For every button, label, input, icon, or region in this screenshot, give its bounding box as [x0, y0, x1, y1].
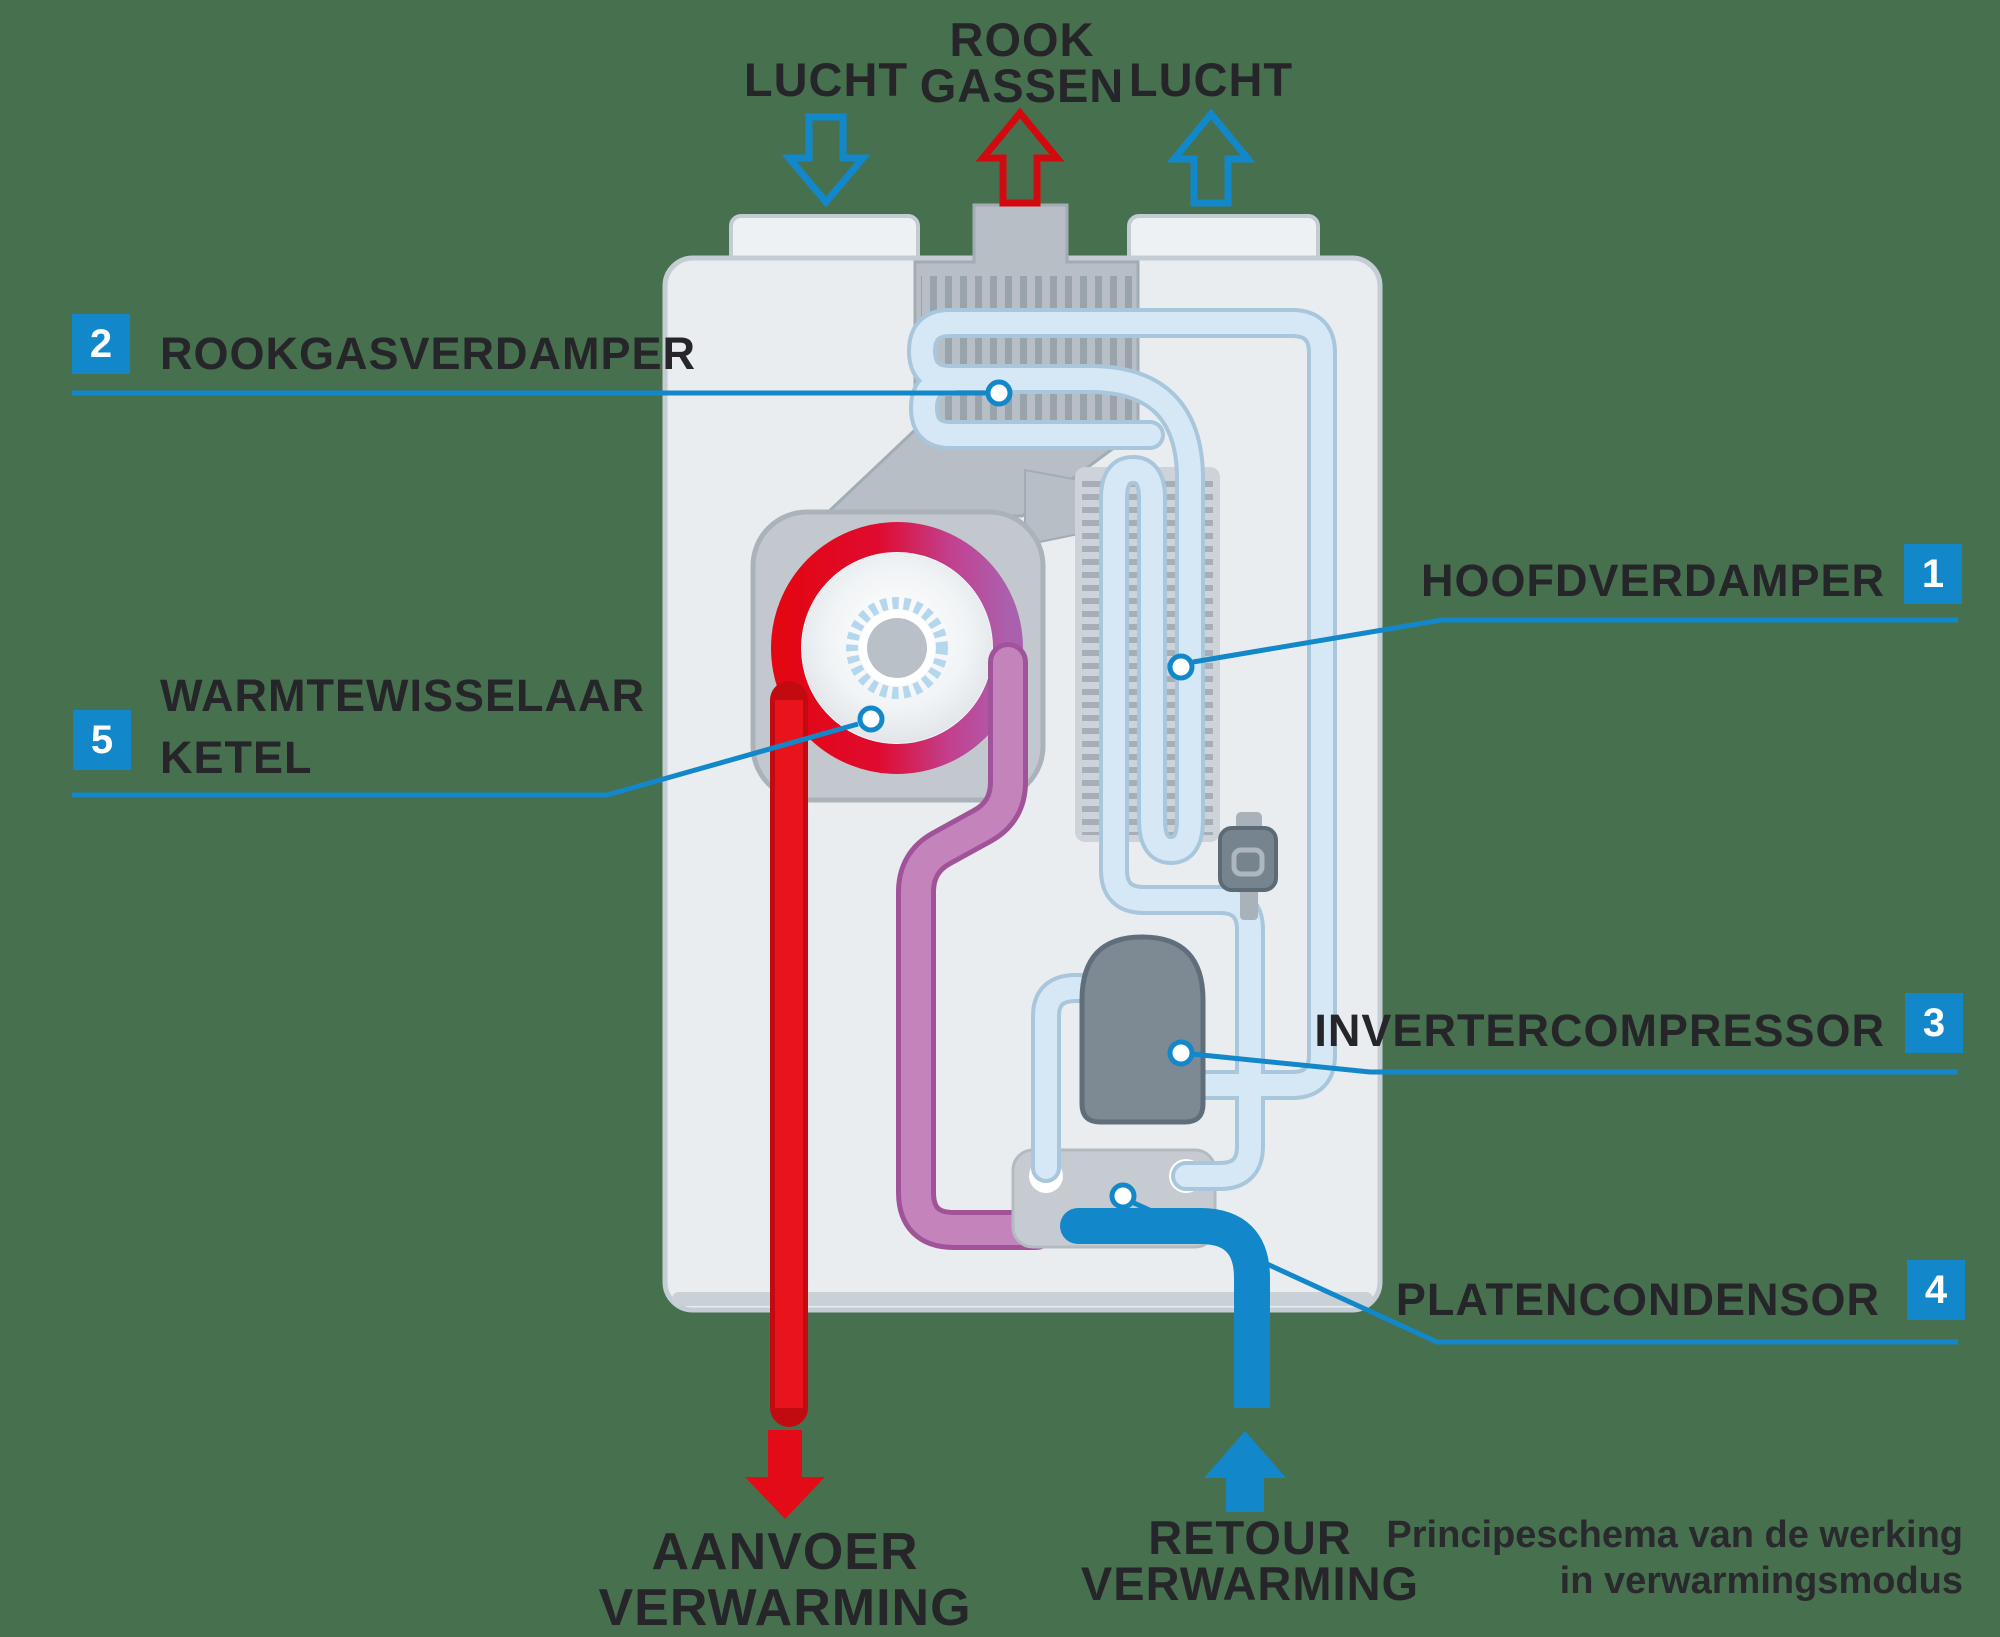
principle-diagram: LUCHT ROOK GASSEN LUCHT 2 ROOKGASVERDAMP…: [72, 13, 1965, 1634]
callout-marker-1: [1167, 653, 1195, 681]
refrigerant-pipes: [911, 312, 1333, 1187]
boiler-body-bottom-edge: [672, 1292, 1373, 1306]
expansion-valve: [1218, 826, 1278, 892]
callout-lines: [72, 390, 1958, 1345]
label-warmtewisselaar-line2: KETEL: [160, 732, 313, 783]
valve-stem-bottom: [1240, 886, 1258, 920]
label-air-in: LUCHT: [743, 53, 909, 106]
retour-pipe: [1078, 1208, 1270, 1408]
rookgasverdamper-fins: [921, 276, 1132, 434]
callout-marker-2: [985, 379, 1013, 407]
label-aanvoer-line1: AANVOER: [651, 1523, 919, 1581]
label-retour-line1: RETOUR: [1148, 1511, 1352, 1564]
condensor-water-pipe: [901, 647, 1051, 1245]
supply-flow-arrow-icon: [745, 1430, 825, 1519]
air-out-arrow-icon: [1166, 108, 1256, 207]
label-platencondensor: PLATENCONDENSOR: [1395, 1274, 1880, 1325]
label-air-out: LUCHT: [1128, 53, 1294, 106]
label-rookgasverdamper: ROOKGASVERDAMPER: [160, 328, 697, 379]
caption-line1: Principeschema van de werking: [1386, 1514, 1963, 1556]
compressor-body: [1079, 934, 1206, 1125]
callout-markers: [857, 379, 1195, 1210]
boiler-schematic: [72, 107, 1958, 1519]
expansion-valve-detail: [1231, 847, 1265, 877]
callout-line-3: [1191, 1051, 1958, 1075]
callout-number-5: 5: [73, 710, 131, 770]
flue-gas-arrow-icon: [975, 107, 1065, 207]
return-flow-arrow-icon: [1204, 1431, 1286, 1512]
callout-marker-4: [1109, 1182, 1137, 1210]
callout-number-3: 3: [1905, 993, 1963, 1053]
callout-marker-5: [857, 705, 885, 733]
callout-marker-3: [1167, 1039, 1195, 1067]
label-aanvoer-line2: VERWARMING: [598, 1579, 972, 1637]
callout-number-1: 1: [1904, 544, 1962, 604]
air-in-arrow-icon: [781, 113, 871, 208]
callout-line-5: [72, 721, 859, 798]
caption-line2: in verwarmingsmodus: [1559, 1560, 1963, 1602]
label-retour-line2: VERWARMING: [1080, 1557, 1420, 1610]
label-hoofdverdamper: HOOFDVERDAMPER: [1420, 555, 1885, 606]
burner-icon: [867, 618, 927, 678]
callout-number-4: 4: [1907, 1260, 1965, 1320]
label-flue-gas-line2: GASSEN: [919, 59, 1125, 112]
label-invertercompressor: INVERTERCOMPRESSOR: [1314, 1005, 1885, 1056]
burner-teeth: [846, 597, 948, 699]
callout-number-2: 2: [72, 314, 130, 374]
label-flue-gas-line1: ROOK: [949, 13, 1095, 66]
label-warmtewisselaar-line1: WARMTEWISSELAAR: [160, 670, 645, 721]
callout-line-4: [1132, 1200, 1958, 1345]
callout-line-1: [1192, 617, 1958, 665]
